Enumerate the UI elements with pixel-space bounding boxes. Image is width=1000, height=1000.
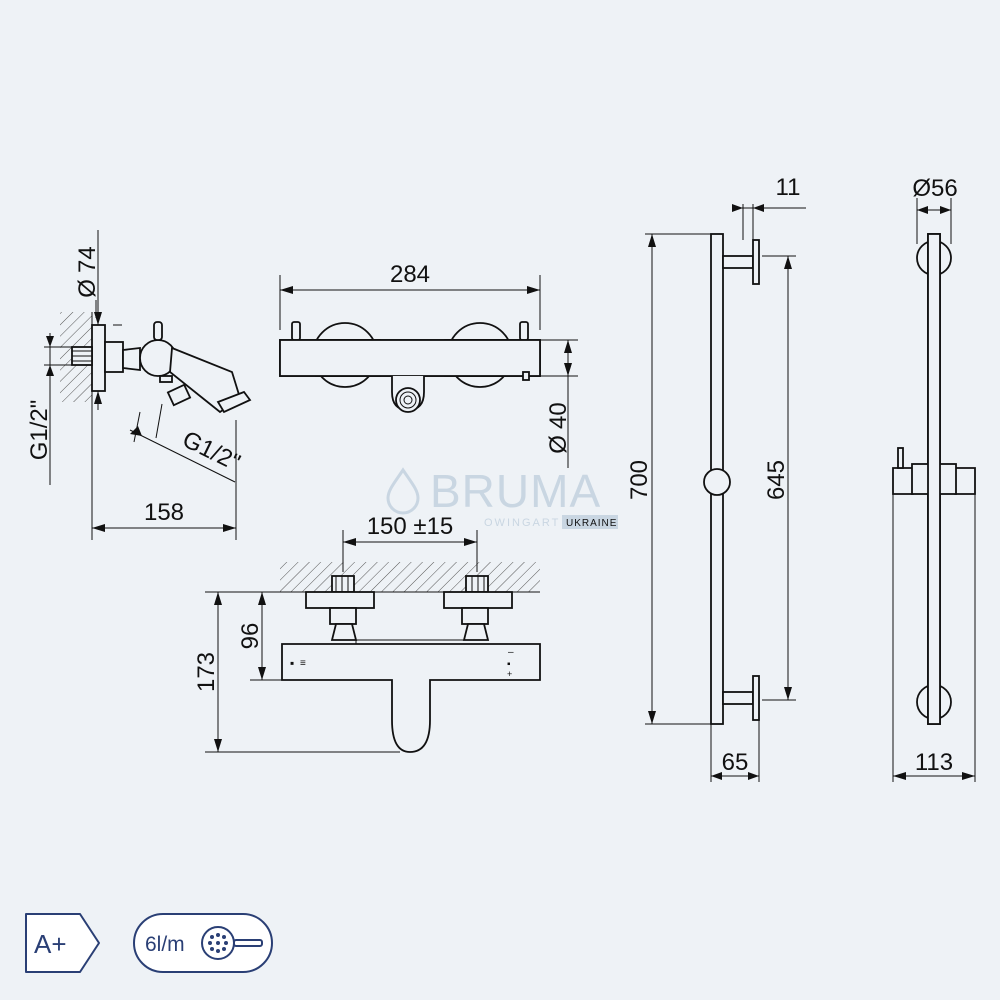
dim-700-label: 700 (626, 460, 653, 500)
watermark-sub: OWINGART (484, 517, 560, 529)
dim-40-symbol: Ø (545, 435, 572, 454)
dim-40-label: 40 (545, 402, 572, 429)
dim-height-700: 700 (626, 233, 711, 725)
dim-65-label: 65 (722, 749, 749, 776)
slide-bar-front (892, 233, 976, 725)
svg-text:–: – (508, 647, 514, 658)
dim-diameter-74: Ø 74 (74, 230, 102, 410)
svg-text:Ø40: Ø 40 (545, 402, 572, 453)
dim-diameter-56: Ø56 (912, 175, 958, 244)
dim-645-label: 645 (763, 460, 790, 500)
svg-text:Ø74: Ø 74 (74, 246, 101, 297)
dim-height-96: 96 (237, 591, 300, 681)
svg-text:▪: ▪ (290, 656, 294, 670)
dim-56-label: Ø56 (912, 175, 957, 202)
dim-g-half-diag: G1/2" (129, 403, 244, 483)
energy-class-badge: A+ (25, 913, 100, 973)
side-view (60, 300, 252, 414)
dim-g-half-left: G1/2" (26, 333, 72, 485)
watermark-country: UKRAINE (566, 518, 617, 529)
dim-11-label: 11 (776, 174, 801, 201)
energy-class-label: A+ (34, 929, 67, 959)
front-view (279, 321, 541, 413)
dim-width-150: 150 ±15 (342, 513, 478, 572)
dim-284-label: 284 (390, 261, 430, 288)
flow-rate-label: 6l/m (145, 933, 185, 956)
dim-height-645: 645 (762, 255, 796, 701)
dim-158-label: 158 (144, 499, 184, 526)
shower-head-icon (201, 926, 263, 960)
dim-width-284: 284 (279, 261, 541, 330)
dim-g-half-left-label: G1/2" (26, 400, 53, 461)
dim-diameter-40: Ø 40 (540, 339, 578, 468)
slide-bar-side (703, 233, 760, 725)
dim-width-113: 113 (892, 494, 976, 782)
dim-g-half-diag-label: G1/2" (178, 426, 244, 477)
dim-width-158: 158 (91, 400, 237, 540)
watermark: BRUMA OWINGART UKRAINE (386, 465, 618, 529)
svg-text:+: + (507, 669, 512, 679)
svg-text:▪: ▪ (507, 659, 511, 670)
top-view: ▪ ≡ – ▪ + (280, 562, 541, 753)
dim-96-label: 96 (237, 623, 264, 650)
svg-text:≡: ≡ (300, 658, 306, 669)
flow-rate-badge: 6l/m (133, 913, 273, 973)
dim-height-173: 173 (193, 591, 400, 753)
dim-74-symbol: Ø (74, 279, 101, 298)
dim-150-label: 150 ±15 (367, 513, 454, 540)
dim-74-label: 74 (74, 246, 101, 273)
dim-173-label: 173 (193, 652, 220, 692)
dim-width-11: 11 (732, 174, 806, 240)
dim-width-65: 65 (710, 720, 760, 782)
drop-icon (386, 467, 420, 515)
watermark-brand: BRUMA (430, 465, 601, 517)
dim-113-label: 113 (915, 749, 953, 776)
